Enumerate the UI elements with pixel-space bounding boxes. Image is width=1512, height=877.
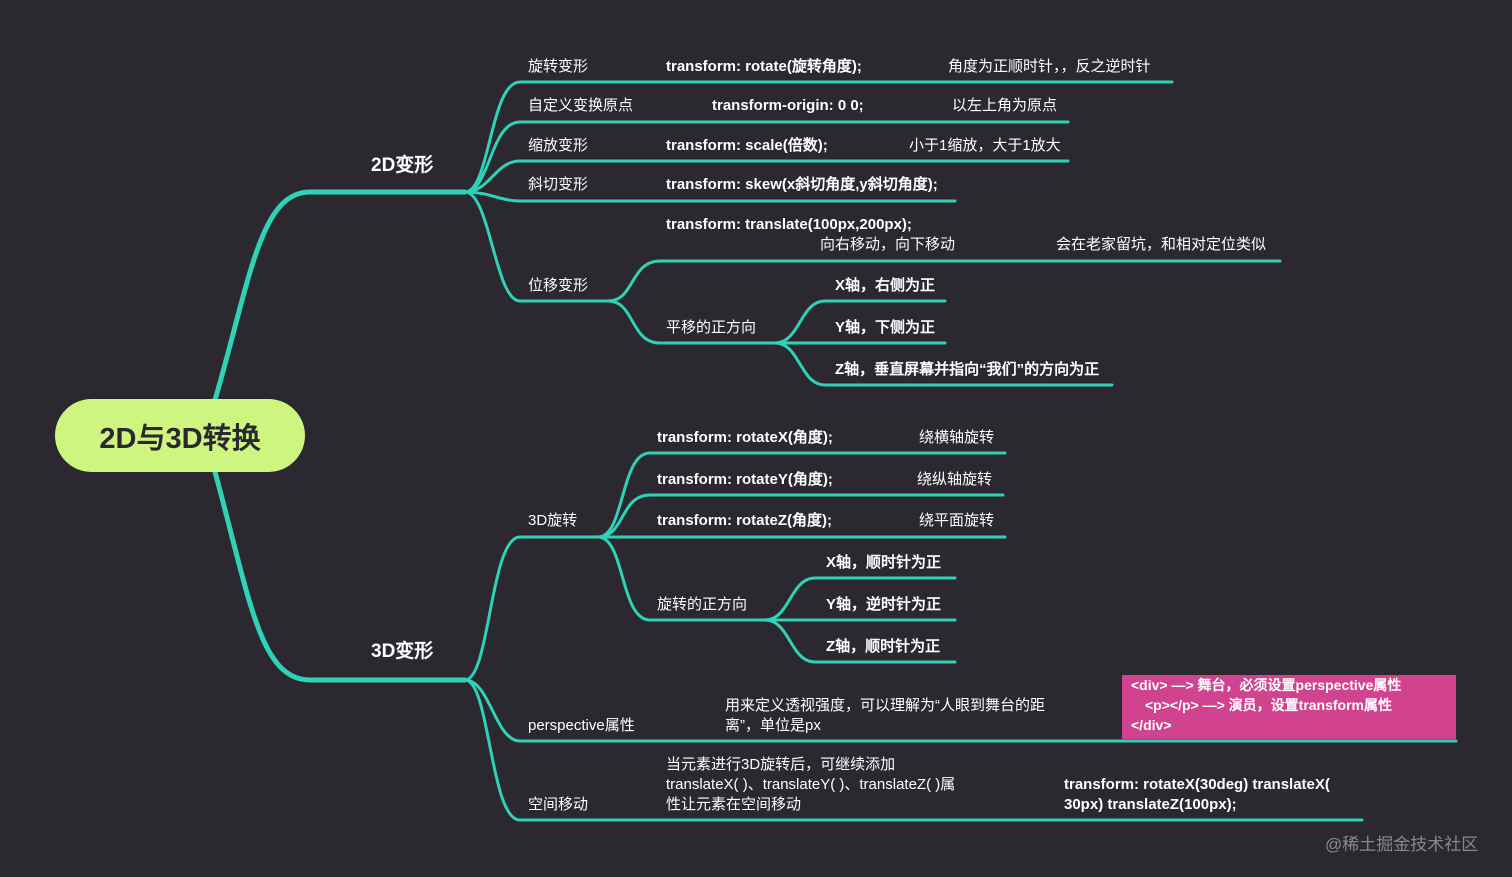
origin-note: 以左上角为原点 bbox=[952, 97, 1058, 114]
rotate-dir-z: Z轴，顺时针为正 bbox=[826, 638, 941, 655]
space-code-2: 30px) translateZ(100px); bbox=[1064, 796, 1237, 813]
node-translate-direction[interactable]: 平移的正方向 bbox=[666, 319, 757, 336]
node-scale[interactable]: 缩放变形 bbox=[528, 137, 589, 154]
node-rotate[interactable]: 旋转变形 bbox=[528, 58, 589, 75]
node-skew[interactable]: 斜切变形 bbox=[528, 176, 589, 193]
translate-code: transform: translate(100px,200px); bbox=[666, 216, 912, 233]
box-line-3: </div> bbox=[1131, 717, 1172, 733]
translate-dir-z: Z轴，垂直屏幕并指向“我们”的方向为正 bbox=[835, 361, 1100, 378]
root-node[interactable]: 2D与3D转换 bbox=[55, 399, 305, 472]
scale-code: transform: scale(倍数); bbox=[666, 137, 828, 154]
rotatey-code: transform: rotateY(角度); bbox=[657, 471, 833, 488]
translate-code-sub: 向右移动，向下移动 bbox=[820, 236, 956, 253]
branch-2d-label[interactable]: 2D变形 bbox=[371, 155, 434, 176]
node-origin[interactable]: 自定义变换原点 bbox=[528, 97, 634, 114]
rotatey-note: 绕纵轴旋转 bbox=[917, 471, 993, 488]
node-space-move[interactable]: 空间移动 bbox=[528, 796, 589, 813]
scale-note: 小于1缩放，大于1放大 bbox=[909, 137, 1061, 154]
rotatez-code: transform: rotateZ(角度); bbox=[657, 512, 832, 529]
branch-3d-label[interactable]: 3D变形 bbox=[371, 641, 434, 662]
node-rotate3d[interactable]: 3D旋转 bbox=[528, 512, 578, 529]
space-code-1: transform: rotateX(30deg) translateX( bbox=[1064, 776, 1330, 793]
rotate-dir-y: Y轴，逆时针为正 bbox=[826, 596, 942, 613]
skew-code: transform: skew(x斜切角度,y斜切角度); bbox=[666, 176, 938, 193]
node-translate[interactable]: 位移变形 bbox=[528, 277, 589, 294]
box-line-2: <p></p> —> 演员，设置transform属性 bbox=[1145, 697, 1392, 713]
rotate-note: 角度为正顺时针，，反之逆时针 bbox=[948, 58, 1151, 75]
node-rotate-direction[interactable]: 旋转的正方向 bbox=[657, 596, 748, 613]
node-perspective[interactable]: perspective属性 bbox=[528, 717, 635, 734]
rotate-code: transform: rotate(旋转角度); bbox=[666, 58, 862, 75]
space-desc-1: 当元素进行3D旋转后，可继续添加 bbox=[666, 756, 896, 773]
box-line-1: <div> —> 舞台，必须设置perspective属性 bbox=[1131, 677, 1402, 693]
rotatex-code: transform: rotateX(角度); bbox=[657, 429, 833, 446]
rotate-dir-x: X轴，顺时针为正 bbox=[826, 554, 942, 571]
perspective-example-box: <div> —> 舞台，必须设置perspective属性 <p></p> —>… bbox=[1122, 675, 1456, 739]
perspective-desc-1: 用来定义透视强度，可以理解为“人眼到舞台的距 bbox=[725, 697, 1045, 714]
space-desc-3: 性让元素在空间移动 bbox=[666, 796, 802, 813]
rotatex-note: 绕横轴旋转 bbox=[919, 429, 995, 446]
rotatez-note: 绕平面旋转 bbox=[919, 512, 995, 529]
translate-note: 会在老家留坑，和相对定位类似 bbox=[1056, 236, 1267, 253]
watermark: @稀土掘金技术社区 bbox=[1325, 835, 1479, 854]
translate-dir-x: X轴，右侧为正 bbox=[835, 277, 936, 294]
space-desc-2: translateX( )、translateY( )、translateZ( … bbox=[666, 776, 956, 793]
translate-dir-y: Y轴，下侧为正 bbox=[835, 319, 936, 336]
origin-code: transform-origin: 0 0; bbox=[712, 97, 864, 114]
root-label: 2D与3D转换 bbox=[99, 422, 261, 455]
perspective-desc-2: 离”，单位是px bbox=[725, 717, 821, 734]
